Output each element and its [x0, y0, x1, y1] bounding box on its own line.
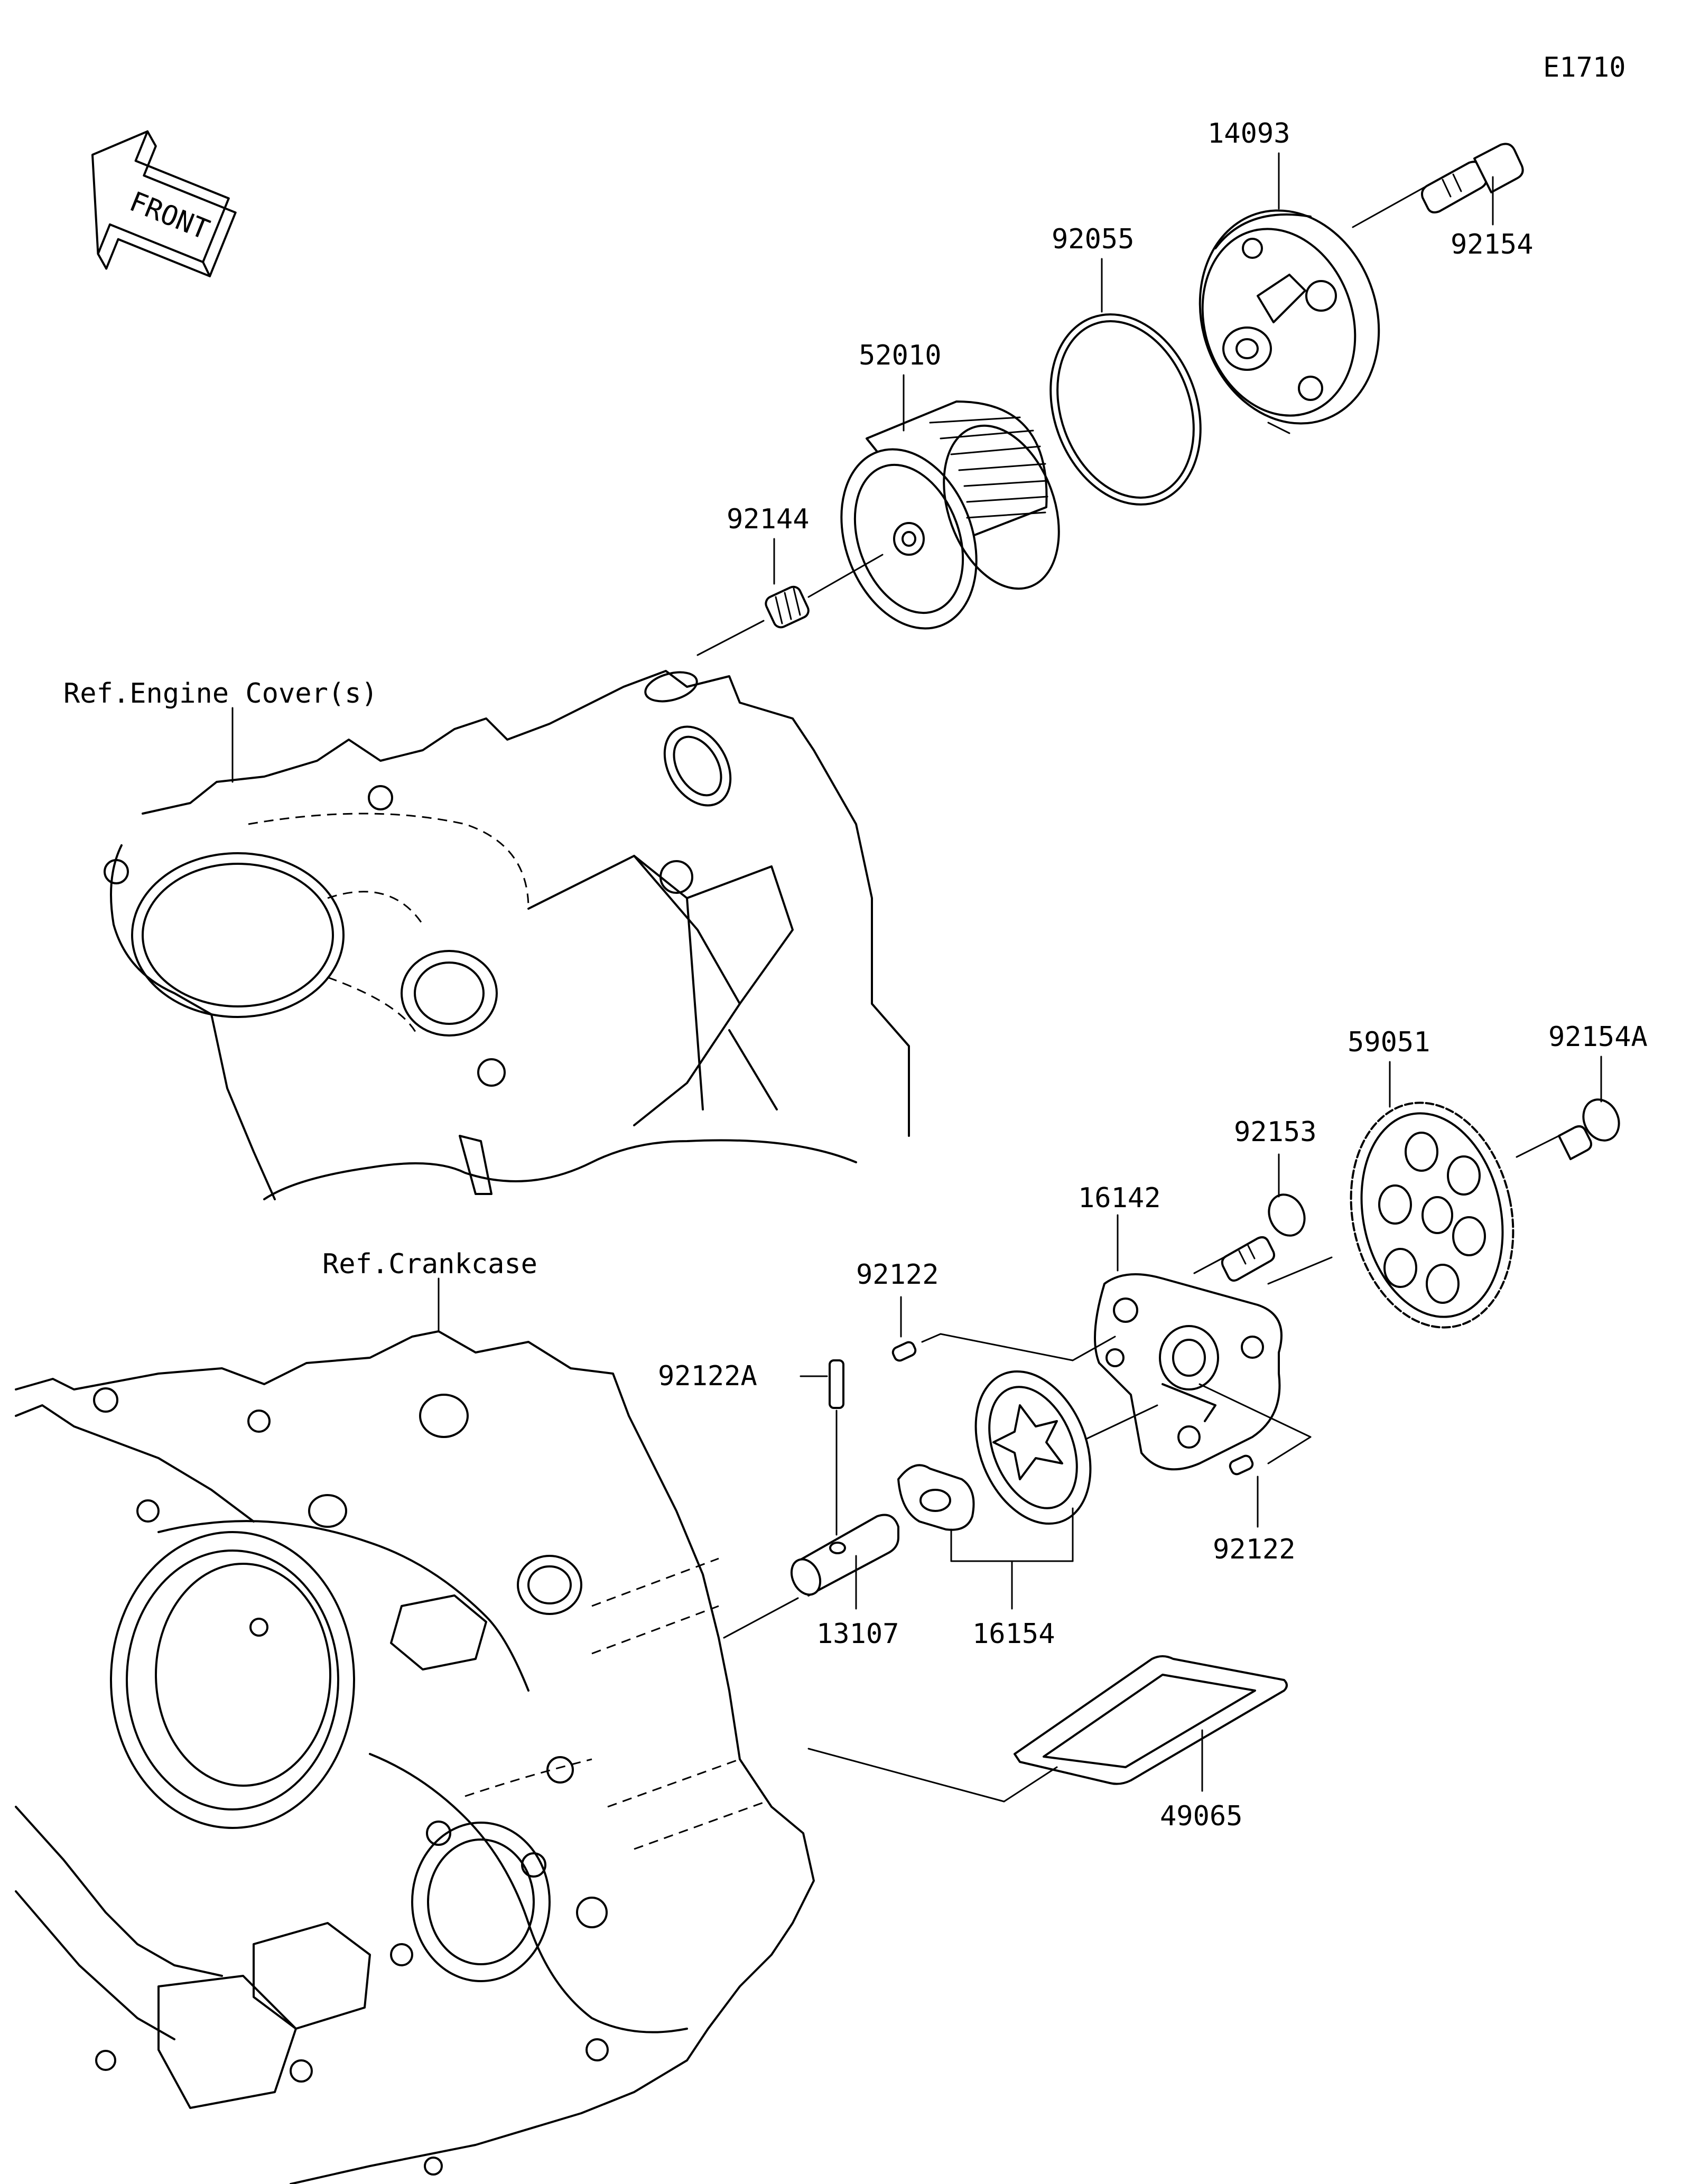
pin-upper-part	[891, 1333, 1116, 1362]
engine-cover-outline	[104, 670, 910, 1200]
part-label-92153: 92153	[1234, 1116, 1317, 1148]
part-label-92122A: 92122A	[658, 1360, 757, 1392]
part-label-92154A: 92154A	[1548, 1021, 1648, 1053]
oil-screen-part	[1014, 1655, 1288, 1785]
part-label-16142: 16142	[1078, 1182, 1161, 1214]
oil-filter-part	[840, 400, 1060, 630]
cover-bolt-part	[1352, 143, 1524, 228]
ref-crankcase-label: Ref.Crankcase	[322, 1248, 537, 1280]
leader-92122-bottom-b	[1267, 1436, 1312, 1464]
part-label-92122-bottom: 92122	[1213, 1534, 1296, 1565]
part-label-49065: 49065	[1160, 1800, 1243, 1832]
oil-filter-cover-part	[1198, 209, 1380, 434]
o-ring-part	[1049, 313, 1202, 506]
front-arrow-icon: FRONT	[91, 130, 237, 277]
part-label-92122-top: 92122	[856, 1259, 939, 1291]
part-label-92144: 92144	[727, 503, 810, 535]
spring-part	[696, 554, 884, 656]
pump-body-part	[1094, 1273, 1283, 1471]
leader-49065-b	[1003, 1766, 1058, 1803]
pin-a-part	[829, 1359, 844, 1536]
gear-axis	[1267, 1256, 1333, 1285]
part-label-92055: 92055	[1052, 223, 1135, 255]
part-label-16154: 16154	[972, 1618, 1055, 1650]
pump-bolt-part	[1193, 1193, 1306, 1282]
part-label-52010: 52010	[859, 340, 942, 371]
pump-shaft-part	[723, 1514, 899, 1639]
part-label-92154: 92154	[1451, 229, 1534, 260]
crankcase-outline	[15, 1330, 815, 2184]
rotor-set-part	[897, 1370, 1092, 1531]
part-label-14093: 14093	[1207, 118, 1290, 150]
gear-bolt-part	[1516, 1098, 1620, 1160]
diagram-code: E1710	[1543, 52, 1626, 83]
pin-lower-part	[1229, 1454, 1254, 1476]
leader-49065-a	[807, 1748, 1005, 1803]
filter-pleats	[929, 416, 1048, 519]
leader-92122-bottom-a	[1198, 1383, 1312, 1438]
pump-gear-part	[1350, 1102, 1515, 1329]
ref-engine-cover-label: Ref.Engine Cover(s)	[63, 678, 378, 710]
part-label-59051: 59051	[1348, 1026, 1430, 1058]
part-label-13107: 13107	[816, 1618, 899, 1650]
